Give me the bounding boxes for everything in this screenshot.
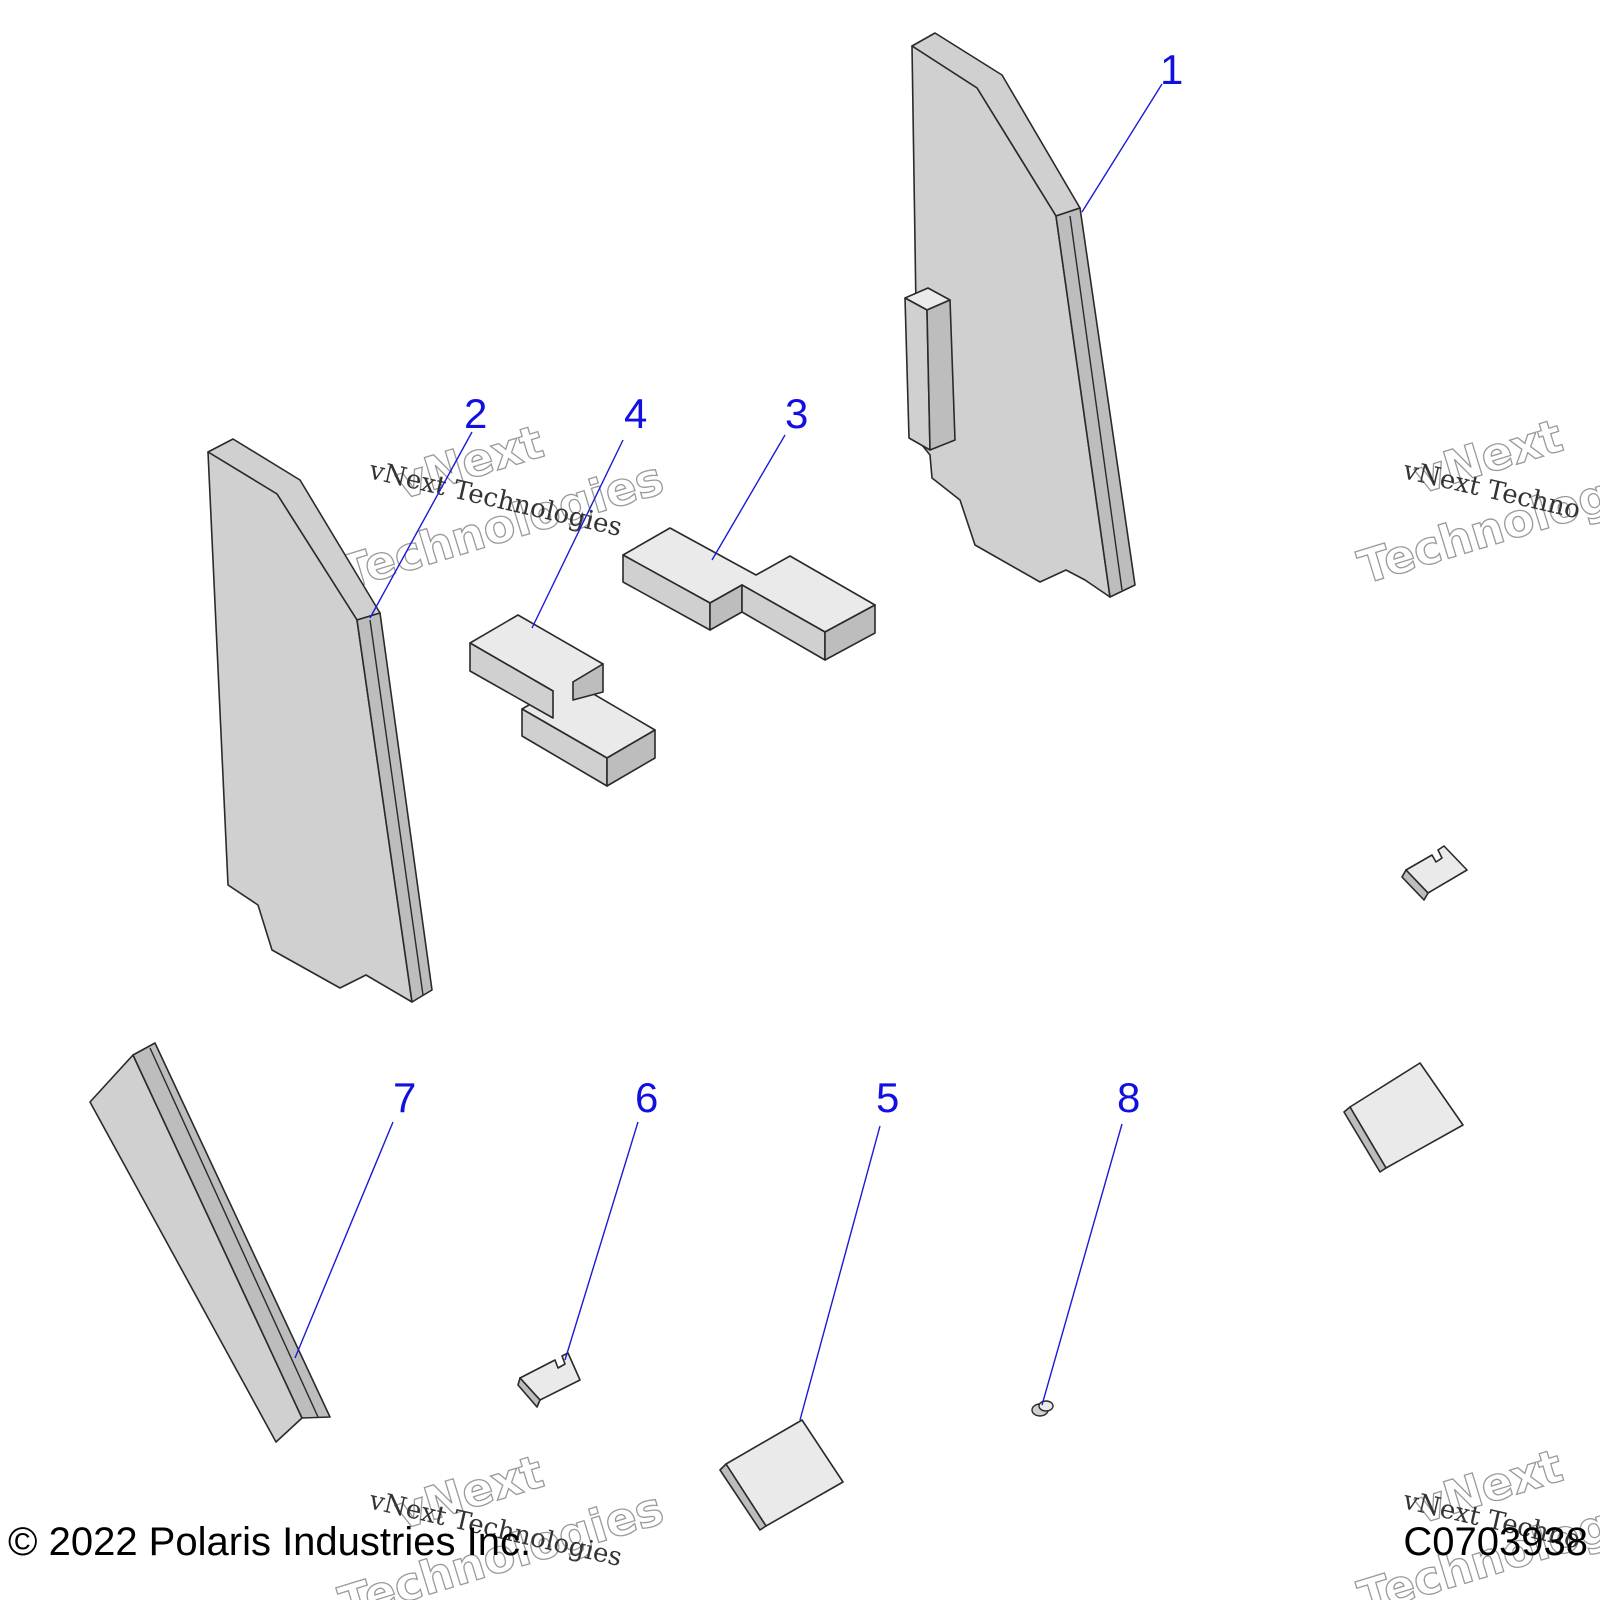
- leader-3: [711, 434, 786, 561]
- leader-7: [294, 1121, 394, 1359]
- leader-1: [1081, 83, 1163, 213]
- callout-1: 1: [1160, 46, 1183, 93]
- leader-5: [799, 1125, 881, 1421]
- part-2-panel: [207, 438, 433, 1003]
- part-3-block: [622, 527, 876, 661]
- part-5-pad-duplicate: [1343, 1062, 1464, 1173]
- copyright-text: © 2022 Polaris Industries Inc.: [8, 1520, 532, 1564]
- leader-8: [1041, 1123, 1123, 1406]
- callout-3: 3: [785, 390, 808, 437]
- callout-2: 2: [464, 390, 487, 437]
- diagram-code: C0703938: [1403, 1520, 1588, 1564]
- part-5-pad: [719, 1419, 844, 1531]
- callout-6: 6: [635, 1074, 658, 1121]
- callout-5: 5: [876, 1074, 899, 1121]
- leader-2: [369, 431, 473, 619]
- part-6-clip-duplicate: [1401, 845, 1468, 901]
- leader-6: [564, 1121, 639, 1361]
- callout-4: 4: [624, 390, 647, 437]
- leader-lines: [294, 83, 1163, 1421]
- part-4-block: [469, 614, 656, 787]
- callout-8: 8: [1117, 1074, 1140, 1121]
- part-7-bar: [89, 1042, 331, 1443]
- leader-4: [531, 439, 624, 629]
- callout-7: 7: [393, 1074, 416, 1121]
- part-8-plug: [1031, 1400, 1054, 1417]
- part-1-panel: [904, 32, 1136, 598]
- part-6-clip: [517, 1352, 581, 1408]
